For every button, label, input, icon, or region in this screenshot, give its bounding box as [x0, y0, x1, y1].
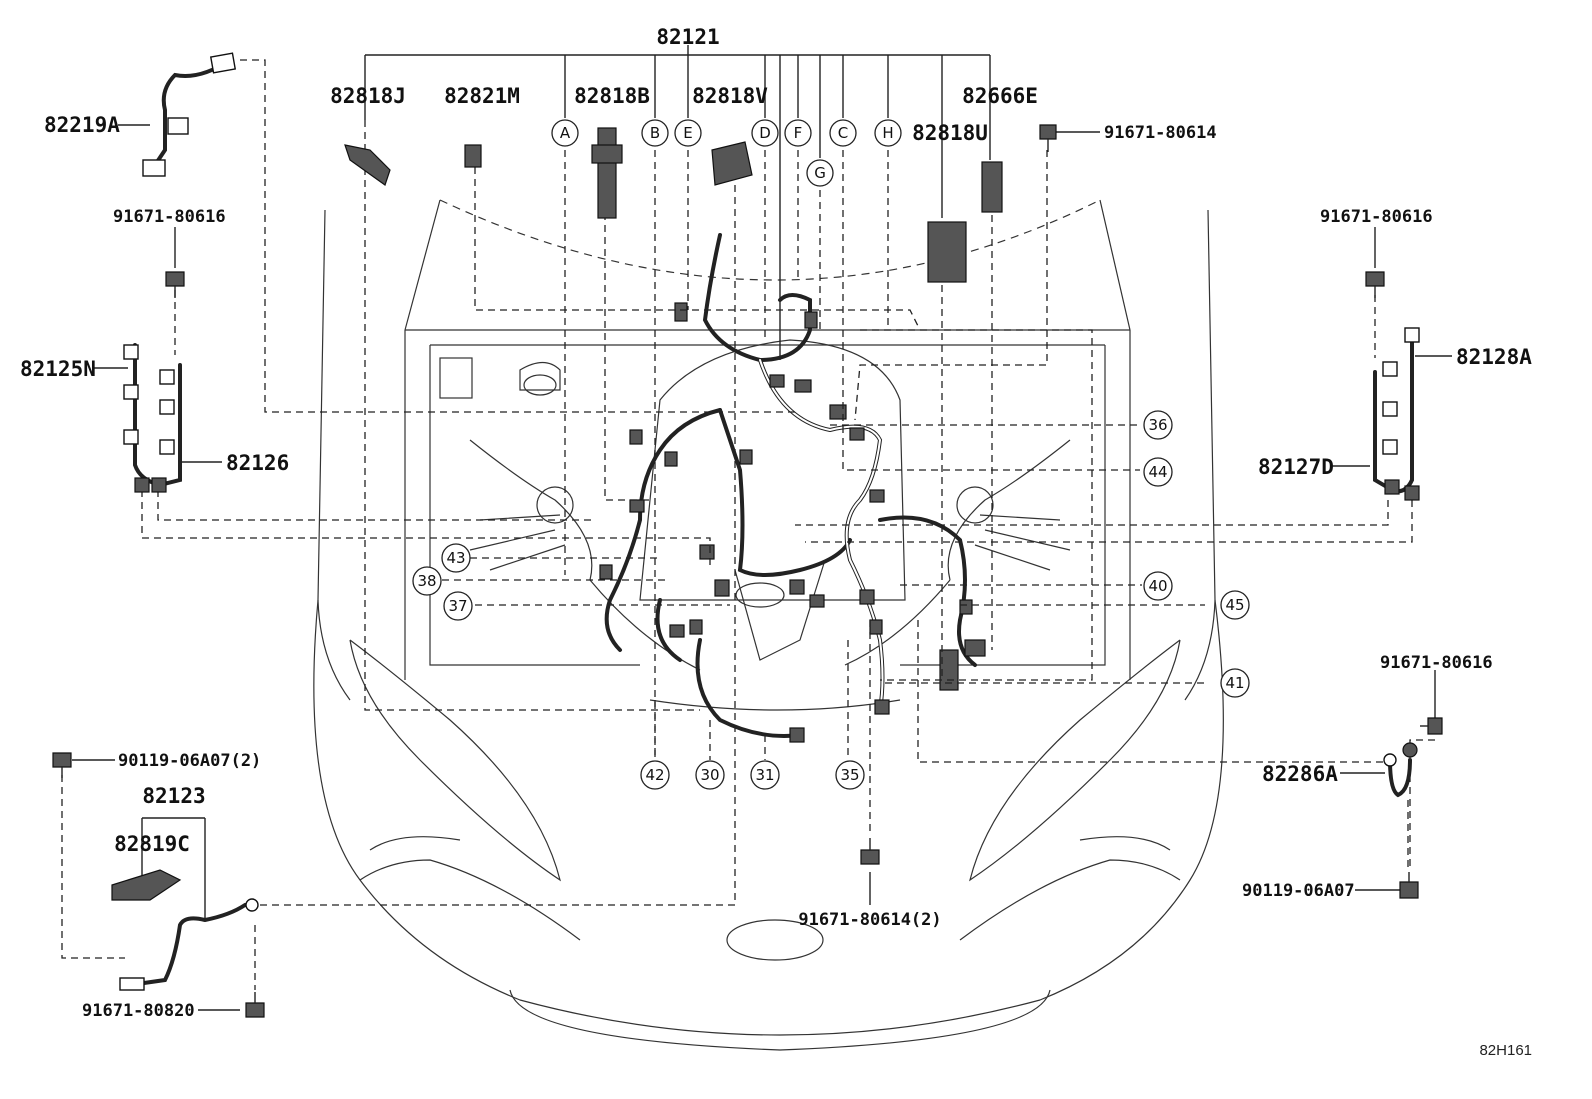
svg-text:A: A [560, 124, 571, 142]
letter-callout-f: F [784, 119, 812, 147]
fastener-label-top-right: 91671-80614 [1104, 123, 1217, 143]
vehicle-body-outline [313, 199, 1224, 1051]
svg-text:E: E [683, 124, 692, 142]
part-82818u [927, 221, 967, 283]
bolt-icon-bottom-center [860, 838, 880, 865]
part-label-82128a: 82128A [1456, 345, 1532, 369]
part-label-82821m: 82821M [444, 84, 520, 108]
letter-callout-d: D [751, 119, 779, 147]
part-label-82121: 82121 [656, 25, 719, 49]
part-82128a-harness [1373, 327, 1420, 501]
bolt-icon-lower-right [1420, 717, 1443, 735]
fastener-label-bottom-left: 91671-80820 [82, 1001, 195, 1021]
svg-text:F: F [794, 124, 803, 142]
leader-lines [72, 45, 1452, 1011]
svg-text:44: 44 [1148, 463, 1167, 481]
bolt-icon-right [1365, 271, 1385, 298]
letter-callout-g: G [806, 159, 834, 187]
part-82123-harness [119, 898, 259, 991]
callout-37: 37 [443, 591, 473, 621]
callout-45: 45 [1220, 590, 1250, 620]
svg-text:31: 31 [755, 766, 774, 784]
callout-35: 35 [835, 760, 865, 790]
svg-text:G: G [814, 164, 826, 182]
part-label-82818v: 82818V [692, 84, 768, 108]
bolt-icon-top-right [1039, 124, 1057, 152]
svg-text:45: 45 [1225, 596, 1244, 614]
bolt-icon-lower-left [52, 752, 72, 778]
callout-40: 40 [1143, 571, 1173, 601]
letter-callout-e: E [674, 119, 702, 147]
part-label-82818j: 82818J [330, 84, 406, 108]
svg-text:37: 37 [448, 597, 467, 615]
callout-38: 38 [412, 566, 442, 596]
callout-42: 42 [640, 760, 670, 790]
fastener-label-bottom-center: 91671-80614(2) [798, 910, 941, 930]
part-label-82286a: 82286A [1262, 762, 1338, 786]
letter-callout-b: B [641, 119, 669, 147]
part-label-82126: 82126 [226, 451, 289, 475]
callout-36: 36 [1143, 410, 1173, 440]
fastener-label-lower-right: 91671-80616 [1380, 653, 1493, 673]
svg-text:B: B [650, 124, 660, 142]
part-label-82819c: 82819C [114, 832, 190, 856]
callout-43: 43 [441, 543, 471, 573]
svg-text:40: 40 [1148, 577, 1167, 595]
bolt-icon-bottom-left [245, 992, 265, 1018]
part-label-82219a: 82219A [44, 113, 120, 137]
callout-41: 41 [1220, 668, 1250, 698]
part-82219a-harness [142, 52, 237, 177]
part-82819c [111, 869, 182, 901]
part-82818j [344, 144, 391, 186]
fastener-label-bottom-right: 90119-06A07 [1242, 881, 1355, 901]
part-82286a-harness [1383, 742, 1418, 798]
svg-text:H: H [882, 124, 893, 142]
part-label-82818b: 82818B [574, 84, 650, 108]
svg-text:35: 35 [840, 766, 859, 784]
callout-44: 44 [1143, 457, 1173, 487]
part-82666e [981, 161, 1003, 213]
svg-text:30: 30 [700, 766, 719, 784]
part-label-82666e: 82666E [962, 84, 1038, 108]
part-82125n-harness [123, 343, 182, 493]
part-label-82123: 82123 [142, 784, 205, 808]
callout-30: 30 [695, 760, 725, 790]
part-82818v [711, 141, 753, 186]
part-label-82125n: 82125N [20, 357, 96, 381]
svg-text:38: 38 [417, 572, 436, 590]
bolt-icon-bottom-right [1399, 872, 1419, 899]
svg-text:C: C [838, 124, 848, 142]
dashed-reference-lines [61, 59, 1435, 990]
fastener-label-left: 91671-80616 [113, 207, 226, 227]
fastener-label-right: 91671-80616 [1320, 207, 1433, 227]
part-label-82127d: 82127D [1258, 455, 1334, 479]
letter-callout-c: C [829, 119, 857, 147]
part-82818b [591, 127, 623, 219]
bolt-icon-left [165, 271, 185, 298]
letter-callout-a: A [551, 119, 579, 147]
svg-text:41: 41 [1225, 674, 1244, 692]
letter-callout-h: H [874, 119, 902, 147]
part-label-82818u: 82818U [912, 121, 988, 145]
part-82821m [464, 144, 482, 168]
svg-text:43: 43 [446, 549, 465, 567]
engine-room-harness [599, 233, 986, 743]
diagram-code: 82H161 [1479, 1042, 1532, 1059]
callout-31: 31 [750, 760, 780, 790]
svg-text:36: 36 [1148, 416, 1167, 434]
svg-text:D: D [759, 124, 771, 142]
fastener-label-lower-left: 90119-06A07(2) [118, 751, 261, 771]
svg-text:42: 42 [645, 766, 664, 784]
